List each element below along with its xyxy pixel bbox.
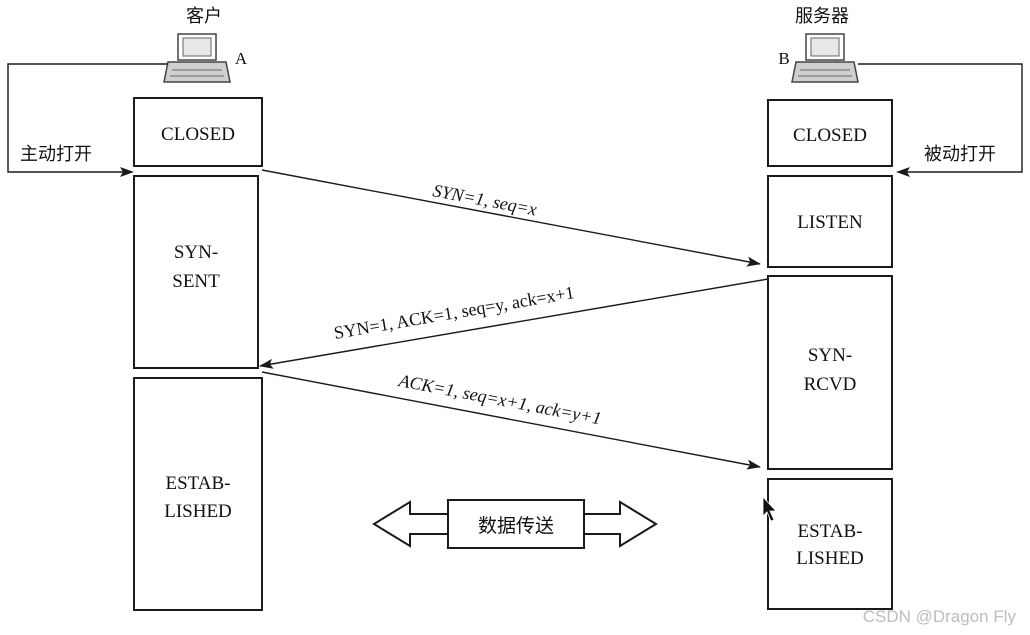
ack-label: ACK=1, seq=x+1, ack=y+1	[396, 370, 603, 428]
client-title: 客户	[186, 6, 222, 27]
server-syn-rcvd-box	[767, 275, 893, 470]
passive-open-label: 被动打开	[924, 144, 996, 165]
server-closed-label: CLOSED	[793, 125, 867, 146]
syn-ack-arrow	[259, 278, 769, 369]
server-title: 服务器	[795, 6, 849, 27]
client-syn-sent-label-1: SYN-	[174, 242, 218, 263]
active-open-arrowhead	[120, 167, 134, 177]
server-syn-rcvd-label-1: SYN-	[808, 345, 852, 366]
data-transfer-double-arrow	[372, 499, 658, 549]
ack-arrow	[261, 371, 761, 470]
server-established-label-1: ESTAB-	[798, 521, 863, 542]
passive-open-arrowhead	[896, 167, 910, 177]
active-open-label: 主动打开	[20, 144, 92, 165]
server-established-box	[767, 478, 893, 610]
client-syn-sent-box	[133, 175, 259, 369]
server-label: B	[778, 49, 789, 68]
client-established-box	[133, 377, 263, 611]
watermark: CSDN @Dragon Fly	[862, 607, 1016, 626]
server-syn-rcvd-label-2: RCVD	[804, 374, 857, 395]
syn-arrow	[261, 169, 761, 267]
client-label: A	[235, 49, 248, 68]
client-closed-label: CLOSED	[161, 124, 235, 145]
server-closed-box	[767, 99, 893, 167]
client-established-label-1: ESTAB-	[166, 473, 231, 494]
client-computer-icon	[163, 33, 231, 83]
mouse-cursor-icon	[762, 495, 777, 522]
client-syn-sent-label-2: SENT	[172, 271, 220, 292]
server-listen-label: LISTEN	[797, 212, 863, 233]
server-computer-icon	[791, 33, 859, 83]
client-established-label-2: LISHED	[164, 501, 232, 522]
active-open-connector	[7, 63, 168, 173]
server-established-label-2: LISHED	[796, 548, 864, 569]
syn-label: SYN=1, seq=x	[431, 180, 538, 219]
passive-open-connector	[858, 63, 1023, 173]
syn-ack-label: SYN=1, ACK=1, seq=y, ack=x+1	[332, 282, 575, 343]
data-transfer-label: 数据传送	[478, 515, 554, 537]
client-closed-box	[133, 97, 263, 167]
server-listen-box	[767, 175, 893, 268]
